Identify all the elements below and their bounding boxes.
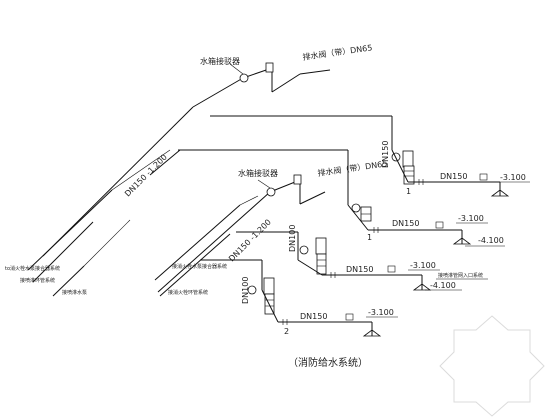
unit-2-elev2-label: -4.100 [478,236,504,245]
unit-3-elev2-label: -4.100 [430,281,456,290]
unit-2-branch-label: DN150 [392,219,419,228]
unit-3-branch-label: DN150 [346,265,373,274]
adapter-mid-marker [257,174,302,197]
header-lower [200,231,299,290]
unit-4-number: 2 [284,327,289,336]
diagram-title: （消防给水系统） [288,356,368,369]
main-pipe-upper-label: DN150 -1.200 [123,153,169,199]
mid-note-1: 接消火栓水泵接合器系统 [172,263,227,270]
unit-4-riser-label: DN100 [241,277,250,304]
unit-1-riser-label: DN150 [381,141,390,168]
unit-4-branch-label: DN150 [300,312,327,321]
unit-1-number: 1 [406,187,411,196]
unit-4-pump-assembly [247,277,382,337]
header-upper [149,115,393,205]
adapter-top-label: 水箱接驳器 [200,56,240,66]
unit-2-pump-assembly [347,203,472,245]
vent-top-label: 排水阀（带）DN65 [302,42,373,62]
unit-2-number: 1 [367,233,372,242]
unit-1-elev-label: -3.100 [500,173,526,182]
unit-1-pump-assembly [391,149,510,197]
unit-2-elev-label: -3.100 [458,214,484,223]
left-note-3: 接喷淋水泵 [62,289,87,296]
unit-3-note: 接喷淋管网入口系统 [438,272,483,279]
unit-3-elev-label: -3.100 [410,261,436,270]
mid-left-branches [154,195,259,297]
left-note-1: to消火栓水泵接合器系统 [5,265,60,272]
unit-3-pump-assembly [297,237,432,291]
unit-3-riser-label: DN100 [288,225,297,252]
main-pipe-upper [42,67,331,257]
unit-1-branch-label: DN150 [440,172,467,181]
mid-note-2: 接消火栓环管系统 [168,289,208,296]
vent-mid-label: 排水阀（带）DN65 [317,158,388,178]
left-branches [27,149,171,297]
unit-4-elev-label: -3.100 [368,308,394,317]
watermark-emblem [439,315,545,417]
left-note-2: 接喷淋环管系统 [20,277,55,284]
adapter-top-marker [229,62,274,83]
adapter-mid-label: 水箱接驳器 [238,168,278,178]
